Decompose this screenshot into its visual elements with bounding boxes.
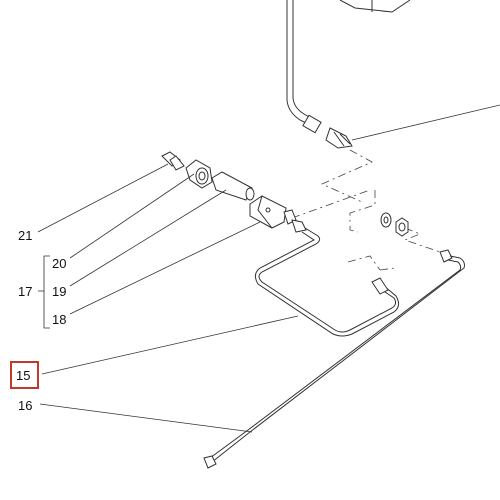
callout-18: 18: [52, 312, 66, 327]
leader-18: [69, 221, 261, 315]
leader-upper-fitting: [351, 104, 500, 141]
part-21-nipple: [161, 151, 185, 171]
part-16-long-pipe: [203, 249, 465, 469]
highlight-box-15: [10, 361, 39, 389]
leader-16: [39, 403, 253, 433]
callout-21: 21: [18, 228, 32, 243]
bracket-17: [43, 255, 50, 329]
callout-leaders: [37, 163, 299, 433]
callout-17: 17: [18, 284, 32, 299]
leader-15: [41, 315, 299, 375]
leader-21: [37, 163, 169, 233]
leader-19: [69, 189, 227, 287]
part-19-sleeve: [211, 171, 255, 201]
callout-20: 20: [52, 256, 66, 271]
washer-and-nut: [380, 212, 409, 237]
housing-block: [339, 0, 411, 13]
callout-19: 19: [52, 284, 66, 299]
part-18-fitting-body: [249, 195, 297, 229]
callout-15: 15: [16, 368, 30, 383]
part-20-nut: [185, 159, 213, 189]
upper-pipe: [286, 0, 322, 134]
upper-connector-fitting: [325, 127, 353, 149]
leader-20: [69, 173, 195, 259]
callout-16: 16: [18, 398, 32, 413]
part-15-bent-pipe: [254, 219, 400, 337]
assembly-centerlines: [291, 149, 441, 271]
